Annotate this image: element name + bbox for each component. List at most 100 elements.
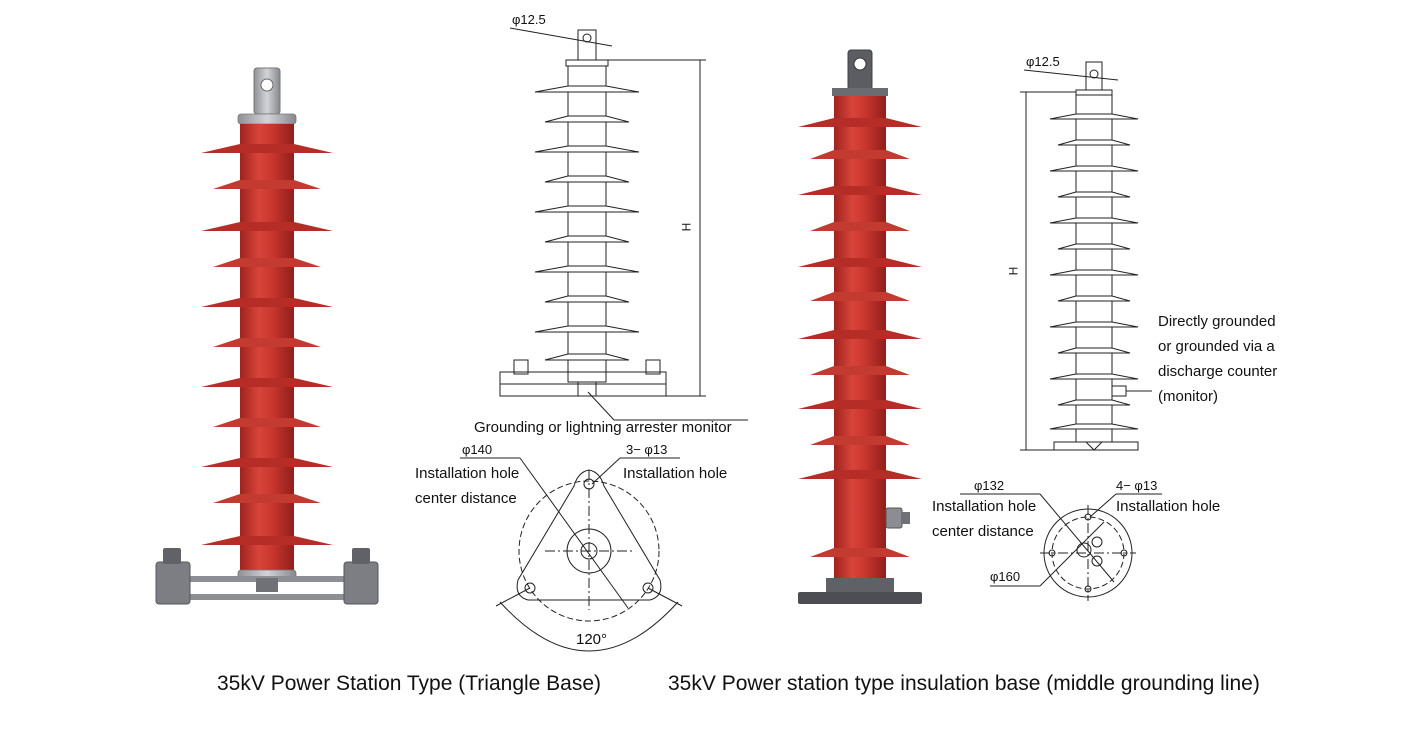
shed — [544, 353, 630, 361]
right-drawing-sheds — [1049, 113, 1139, 430]
shed — [1057, 139, 1131, 146]
base-center-block — [256, 578, 278, 592]
insulation-base-collar — [826, 578, 894, 594]
shed — [1049, 165, 1139, 172]
insulation-base-plate — [798, 592, 922, 604]
shed — [1049, 113, 1139, 120]
body-outline — [1075, 94, 1113, 443]
shed — [1057, 243, 1131, 250]
shed — [810, 548, 910, 557]
shed — [1049, 269, 1139, 276]
right-arrester-render — [798, 49, 922, 604]
left-pcd-label-1: Installation hole — [415, 465, 520, 482]
pcd-circle — [518, 480, 660, 622]
angle-ext-left — [495, 587, 531, 607]
shed — [213, 258, 321, 267]
shed — [798, 330, 922, 339]
pcd-diagonal — [1039, 493, 1115, 583]
right-pcd-diameter: φ132 — [974, 478, 1005, 493]
cap-outline — [565, 59, 609, 67]
holes-leader-2 — [1089, 493, 1117, 518]
base-outline — [1053, 441, 1139, 451]
left-holes-label: 3− φ13 — [626, 442, 668, 457]
right-caption: 35kV Power station type insulation base … — [668, 672, 1260, 695]
right-holes-label: 4− φ13 — [1116, 478, 1158, 493]
holes-leader-2 — [591, 457, 621, 485]
right-foot — [343, 561, 379, 605]
left-pcd-label-2: center distance — [415, 490, 517, 507]
monitor-leader — [587, 391, 615, 421]
mount-hole-left — [524, 582, 536, 594]
left-drawing-sheds — [534, 85, 640, 361]
insulator-body — [834, 96, 886, 584]
shed — [1049, 423, 1139, 430]
base-foot — [1085, 441, 1103, 451]
shed — [810, 292, 910, 301]
mount-hole-right — [642, 582, 654, 594]
terminal-hole — [853, 57, 867, 71]
shed — [1049, 373, 1139, 380]
terminal-outline — [1085, 61, 1103, 91]
right-bolt-outline — [645, 359, 661, 375]
shed — [798, 258, 922, 267]
terminal-hole — [260, 78, 274, 92]
left-height-label: H — [679, 222, 694, 232]
shed — [534, 145, 640, 153]
shed — [534, 325, 640, 333]
top-cap — [832, 88, 888, 96]
left-caption: 35kV Power Station Type (Triangle Base) — [217, 672, 602, 695]
base-bar-bottom — [168, 594, 368, 600]
left-bolt-outline — [513, 359, 529, 375]
dia-leader — [509, 27, 613, 47]
pcd-diagonal — [519, 457, 629, 609]
shed — [810, 150, 910, 159]
shed — [1057, 347, 1131, 354]
shed — [798, 186, 922, 195]
left-monitor-label: Grounding or lightning arrester monitor — [474, 419, 732, 436]
shed — [1049, 217, 1139, 224]
left-holes-sublabel: Installation hole — [623, 465, 728, 482]
shed — [534, 85, 640, 93]
left-pcd-diameter: φ140 — [462, 442, 493, 457]
top-cap — [237, 113, 297, 125]
shed — [810, 436, 910, 445]
left-sheds — [201, 144, 333, 545]
left-top-diameter: φ12.5 — [512, 12, 546, 27]
left-base-plan — [460, 457, 683, 652]
shed — [534, 205, 640, 213]
pcd-circle — [1051, 516, 1125, 590]
shed — [798, 470, 922, 479]
terminal-hole-outline — [1089, 69, 1099, 79]
angle-ext-right — [647, 587, 683, 607]
right-pcd-label-2: center distance — [932, 523, 1034, 540]
right-ground-note-3: discharge counter — [1158, 363, 1278, 380]
dia-leader — [1023, 69, 1119, 81]
right-outer-diameter: φ160 — [990, 569, 1021, 584]
shed — [798, 400, 922, 409]
body-outline — [567, 65, 607, 383]
right-sheds — [798, 118, 922, 557]
shed — [798, 118, 922, 127]
shed — [1057, 399, 1131, 406]
right-ground-note-4: (monitor) — [1158, 388, 1219, 405]
right-top-diameter: φ12.5 — [1026, 54, 1060, 69]
shed — [544, 175, 630, 183]
right-height-label: H — [1006, 266, 1021, 276]
right-base-plan — [960, 493, 1162, 601]
right-line-drawing — [1020, 61, 1152, 451]
shed — [534, 265, 640, 273]
monitor-outline — [577, 381, 597, 397]
shed — [201, 144, 333, 153]
right-holes-sublabel: Installation hole — [1116, 498, 1221, 515]
outer-dia-diagonal — [1039, 521, 1105, 587]
shed — [201, 536, 333, 545]
shed — [201, 458, 333, 467]
left-arrester-render — [155, 67, 379, 605]
left-bolt — [163, 548, 181, 564]
ground-bolt — [902, 512, 910, 524]
shed — [213, 494, 321, 503]
shed — [213, 180, 321, 189]
right-ground-note-2: or grounded via a — [1158, 338, 1275, 355]
shed — [213, 338, 321, 347]
